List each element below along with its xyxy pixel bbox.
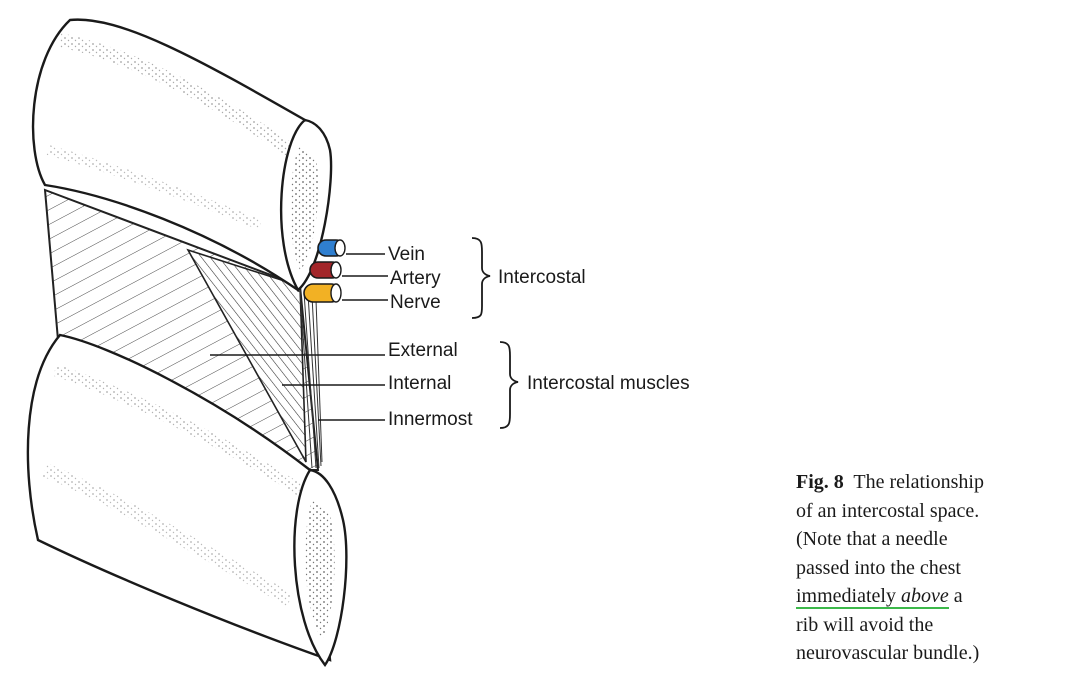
- intercostal-brace: [471, 237, 491, 319]
- vein-label: Vein: [388, 244, 425, 265]
- caption-a: a: [953, 585, 963, 607]
- nerve-label: Nerve: [390, 292, 441, 313]
- internal-intercostal-muscle: [186, 248, 307, 463]
- external-label: External: [388, 340, 458, 361]
- caption-text-1: The relationship: [853, 471, 984, 493]
- figure-caption: Fig. 8 The relationship of an intercosta…: [796, 468, 1066, 668]
- caption-line-6: rib will avoid the: [796, 613, 934, 636]
- caption-immediately: immediately: [796, 585, 896, 607]
- lower-rib: [26, 333, 348, 668]
- internal-label: Internal: [388, 373, 451, 394]
- innermost-label: Innermost: [388, 409, 473, 430]
- caption-line-4: passed into the chest: [796, 556, 961, 579]
- intercostal-muscles-brace: [499, 341, 519, 429]
- caption-line-2: of an intercostal space.: [796, 499, 980, 522]
- intercostal-label: Intercostal: [498, 267, 586, 288]
- neurovascular-bundle: [303, 239, 346, 303]
- highlighted-phrase: immediately above: [796, 585, 949, 609]
- caption-above-emphasis: above: [900, 585, 949, 607]
- artery-label: Artery: [390, 268, 441, 289]
- caption-line-1: Fig. 8 The relationship: [796, 468, 1066, 497]
- innermost-intercostal-muscle: [299, 289, 323, 469]
- figure-number: Fig. 8: [796, 471, 844, 493]
- intercostal-muscles-label: Intercostal muscles: [527, 373, 690, 394]
- caption-line-3: (Note that a needle: [796, 528, 948, 550]
- leader-lines: [210, 253, 388, 421]
- caption-line-7: neurovascular bundle.): [796, 642, 980, 664]
- caption-line-5: immediately above a: [796, 582, 1066, 611]
